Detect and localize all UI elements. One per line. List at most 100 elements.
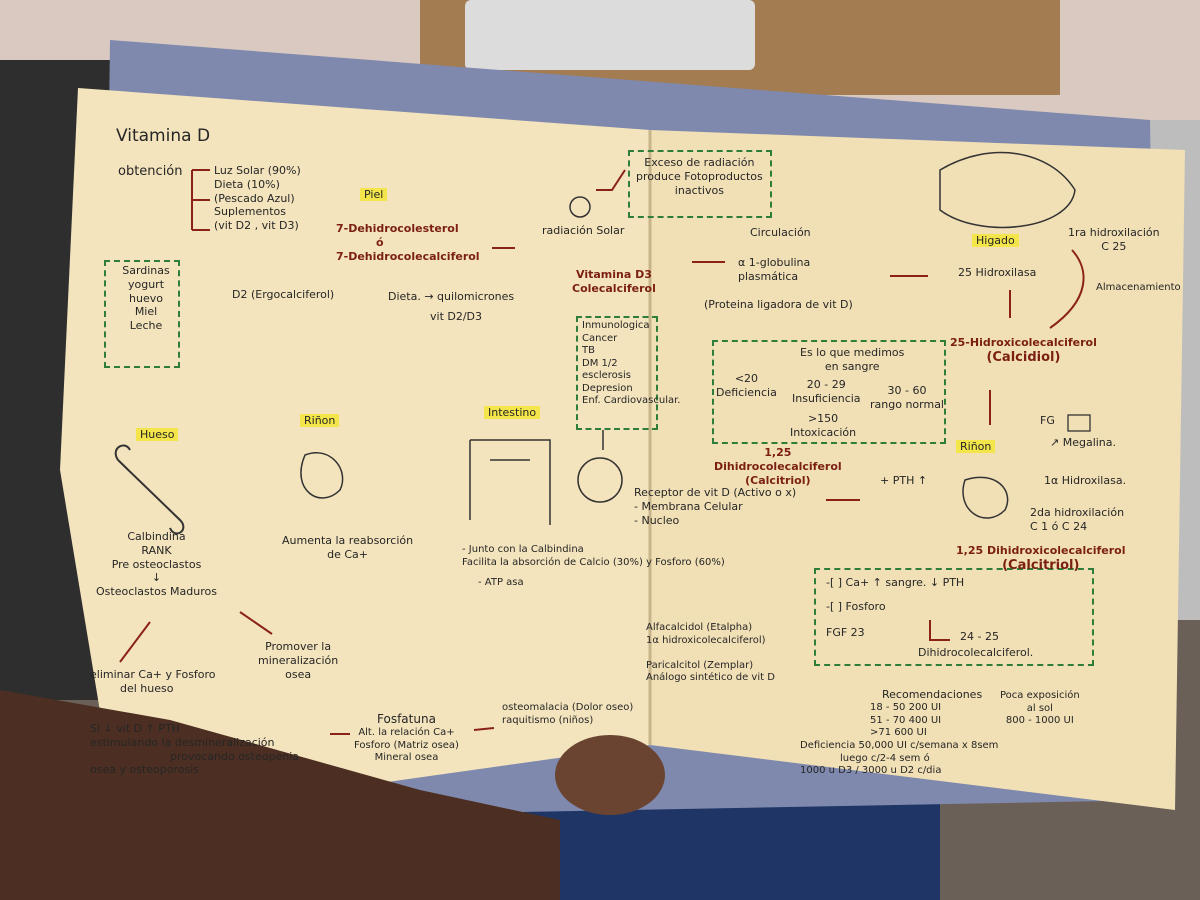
source-item: Luz Solar (90%) [214,164,301,177]
hidroxilacion2-line: 2da hidroxilación [1030,506,1125,519]
piel-label: Piel [360,188,388,201]
food-item: yogurt [127,277,165,291]
dieta-line1: Dieta. → quilomicrones [388,290,515,303]
hidroxilacion2-line: C 1 ó C 24 [1030,519,1088,533]
arrow-almacenamiento [1049,249,1085,329]
hidroxilacion-2: 2da hidroxilación C 1 ó C 24 [1030,506,1124,534]
hueso-eliminar: eliminar Ca+ y Fosforo del hueso [90,668,216,696]
bottom-line: osea y osteoporosis [90,763,199,777]
intestine-drawing [469,439,551,525]
effect-item: Inmunologica [582,320,650,331]
osteomalacia-line: osteomalacia (Dolor oseo) [502,702,634,713]
calcitriol-mid-line: Dihidrocolecalciferol [714,459,842,473]
piel-lines: 7-Dehidrocolesterol ó 7-Dehidrocolecalci… [336,222,480,263]
hidroxilacion-line: 1ra hidroxilación [1068,226,1160,239]
exceso-line: inactivos [674,183,724,197]
fosfatuna-line: Fosfatuna [377,712,436,726]
nivel-label: Insuficiencia [792,391,861,405]
deficiencia-tratamiento: Deficiencia 50,000 UI c/semana x 8sem lu… [800,740,998,778]
hueso-label: Hueso [136,428,179,441]
page-title: Vitamina D [116,126,211,146]
effect-item: DM 1/2 [582,357,618,369]
nivel-deficiencia: <20 Deficiencia [716,372,777,400]
kidney-right-drawing [962,476,1009,519]
foods-box [104,260,180,368]
recomendaciones-title: Recomendaciones [882,688,983,701]
analogo-line: 1α hidroxicolecalciferol) [646,634,766,646]
rinon-left-line: Aumenta la reabsorción [282,534,414,547]
effect-item: Depresion [582,382,633,394]
nivel-value: >150 [807,412,839,425]
osteomalacia-note: osteomalacia (Dolor oseo) raquitismo (ni… [502,702,633,727]
recomendacion-row: 18 - 50 200 UI [870,702,942,713]
tratamiento-line: 1000 u D3 / 3000 u D2 c/dia [800,765,942,776]
hidroxilacion-line: C 25 [1101,239,1127,253]
effect-item: TB [582,345,595,356]
piel-line: 7-Dehidrocolesterol [336,222,459,235]
rinon-right-label: Riñon [956,440,996,453]
almacenamiento: Almacenamiento [1096,282,1181,293]
recomendacion-row: >71 600 UI [870,727,927,738]
fosfatuna-line: Fosforo (Matriz osea) [354,739,459,751]
arrows-hueso [119,611,273,663]
exceso-note: Exceso de radiación produce Fotoproducto… [636,156,763,197]
source-item: (Pescado Azul) [214,191,295,205]
right-page [650,130,1185,810]
hueso-eliminar-line: eliminar Ca+ y Fosforo [90,668,216,681]
circulacion-line: α 1-globulina [738,256,811,269]
intestino-line: - Junto con la Calbindina [462,544,584,555]
nivel-label: rango normal [870,397,944,411]
nivel-intoxicacion: >150 Intoxicación [790,412,856,440]
hueso-line: Pre osteoclastos [111,557,202,571]
nivel-label: Intoxicación [790,425,857,439]
exposicion-line: al sol [1026,702,1053,714]
effects-list: Inmunologica Cancer TB DM 1/2 esclerosis… [582,320,680,408]
calcitriol-mid-line: (Calcitriol) [745,473,811,487]
arrow-exceso [596,169,626,191]
food-item: Leche [129,319,163,332]
kidney-left-drawing [300,452,344,499]
obtencion-arrows [191,169,210,231]
calcidiol-line: 25-Hidroxicolecalciferol [950,336,1097,349]
hueso-line: RANK [141,543,172,557]
calcitriol-right-line: 1,25 Dihidroxicolecalciferol [956,544,1126,557]
receptor-line: Receptor de vit D (Activo o x) [634,486,797,499]
niveles-title: Es lo que medimos en sangre [800,346,904,374]
regulacion-line1: -[ ] Ca+ ↑ sangre. ↓ PTH [826,576,965,589]
nivel-value: 30 - 60 [887,384,927,397]
fgf23: FGF 23 [826,626,865,639]
printer [465,0,755,70]
source-item: Suplementos [214,205,286,219]
calcitriol-right: 1,25 Dihidroxicolecalciferol (Calcitriol… [956,544,1126,574]
hueso-line: ↓ [151,571,162,585]
hidroxilasa-1a: 1α Hidroxilasa. [1044,474,1127,487]
nivel-insuficiencia: 20 - 29 Insuficiencia [792,378,861,406]
rinon-left-label: Riñon [300,414,340,427]
intestino-line: - ATP asa [478,577,524,588]
exceso-box [628,150,772,218]
calcidiol-line: (Calcidiol) [986,349,1061,365]
exposicion-line: Poca exposición [1000,690,1080,701]
nivel-value: <20 [734,372,759,385]
hidroxilacion-1: 1ra hidroxilación C 25 [1068,226,1160,254]
analogo-line: Paricalcitol (Zemplar) [646,659,754,671]
dieta-line2: vit D2/D3 [430,310,483,323]
circulacion-line: plasmática [738,269,799,283]
hueso-eliminar-line: del hueso [120,681,174,695]
regulacion-box [814,568,1094,666]
receptor-line: - Membrana Celular [634,499,743,513]
regulacion-nums: 24 - 25 [960,630,999,643]
hueso-lines: Calbindina RANK Pre osteoclastos ↓ Osteo… [96,530,217,599]
fg-square [1067,414,1091,432]
niveles-title-line: en sangre [824,359,880,373]
piel-line: 7-Dehidrocolecalciferol [336,249,480,263]
intestino-label: Intestino [484,406,541,419]
hueso-promover-line: mineralización [258,653,339,667]
fosfatuna-line: Alt. la relación Ca+ [358,727,455,738]
nivel-normal: 30 - 60 rango normal [870,384,944,412]
recomendacion-row: 51 - 70 400 UI [870,714,942,726]
food-item: Miel [134,305,158,319]
receptor-vitd: Receptor de vit D (Activo o x) - Membran… [634,486,796,527]
source-item: Dieta (10%) [214,177,280,191]
bone-drawing [114,444,185,535]
